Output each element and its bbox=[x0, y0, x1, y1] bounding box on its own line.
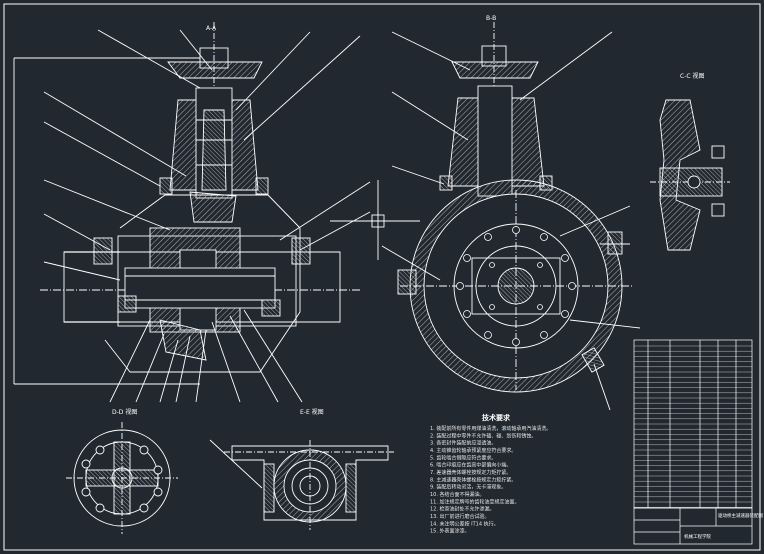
title-block-name: 驱动桥主减速器装配图 bbox=[718, 512, 763, 519]
section-label-c: C-C 视图 bbox=[680, 72, 704, 80]
note-line: 13. 出厂前进行磨合试验。 bbox=[430, 513, 490, 520]
side-view bbox=[330, 22, 641, 411]
note-line: 6. 啮合印痕应在齿高中部偏向小端。 bbox=[430, 462, 511, 469]
note-line: 15. 外表面涂漆。 bbox=[430, 528, 470, 535]
section-label-d: D-D 视图 bbox=[112, 408, 137, 416]
differential-cross-view bbox=[66, 422, 178, 534]
note-line: 7. 差速器壳体螺栓按规定力矩拧紧。 bbox=[430, 469, 511, 476]
parts-list-table bbox=[633, 339, 753, 509]
note-line: 5. 齿轮啮合侧隙应符合要求。 bbox=[430, 454, 496, 461]
gear-detail-view bbox=[650, 99, 730, 251]
note-line: 9. 装配后转动灵活，无卡滞现象。 bbox=[430, 484, 506, 491]
note-line: 11. 加注规定牌号的齿轮油至规定油面。 bbox=[430, 498, 520, 505]
technical-notes: 技术要求 1. 装配前所有零件用煤油清洗，滚动轴承用汽油清洗。2. 装配过程中零… bbox=[430, 413, 551, 535]
note-line: 3. 各密封件装配前应浸透油。 bbox=[430, 440, 496, 447]
section-label-e: E-E 视图 bbox=[300, 408, 324, 416]
note-line: 12. 检查油封处不允许渗漏。 bbox=[430, 506, 495, 513]
note-line: 1. 装配前所有零件用煤油清洗，滚动轴承用汽油清洗。 bbox=[430, 425, 551, 432]
notes-title: 技术要求 bbox=[482, 413, 511, 422]
note-line: 2. 装配过程中零件不允许磕、碰、划伤和锈蚀。 bbox=[430, 432, 536, 439]
note-line: 4. 主动锥齿轮轴承预紧度应符合要求。 bbox=[430, 447, 516, 454]
drawing-frame bbox=[3, 3, 761, 551]
main-section-view bbox=[13, 22, 371, 403]
section-label-a: A-A bbox=[206, 25, 217, 32]
notes-lines: 1. 装配前所有零件用煤油清洗，滚动轴承用汽油清洗。2. 装配过程中零件不允许磕… bbox=[430, 425, 551, 535]
note-line: 10. 各结合面不得漏油。 bbox=[430, 491, 485, 498]
note-line: 8. 主减速器壳体螺栓按规定力矩拧紧。 bbox=[430, 476, 516, 483]
section-label-b: B-B bbox=[486, 15, 496, 22]
note-line: 14. 未注明公差按 IT14 执行。 bbox=[430, 520, 499, 527]
title-block-company: 机械工程学院 bbox=[684, 533, 711, 540]
bearing-cap-view bbox=[209, 439, 394, 530]
title-block bbox=[633, 507, 753, 545]
